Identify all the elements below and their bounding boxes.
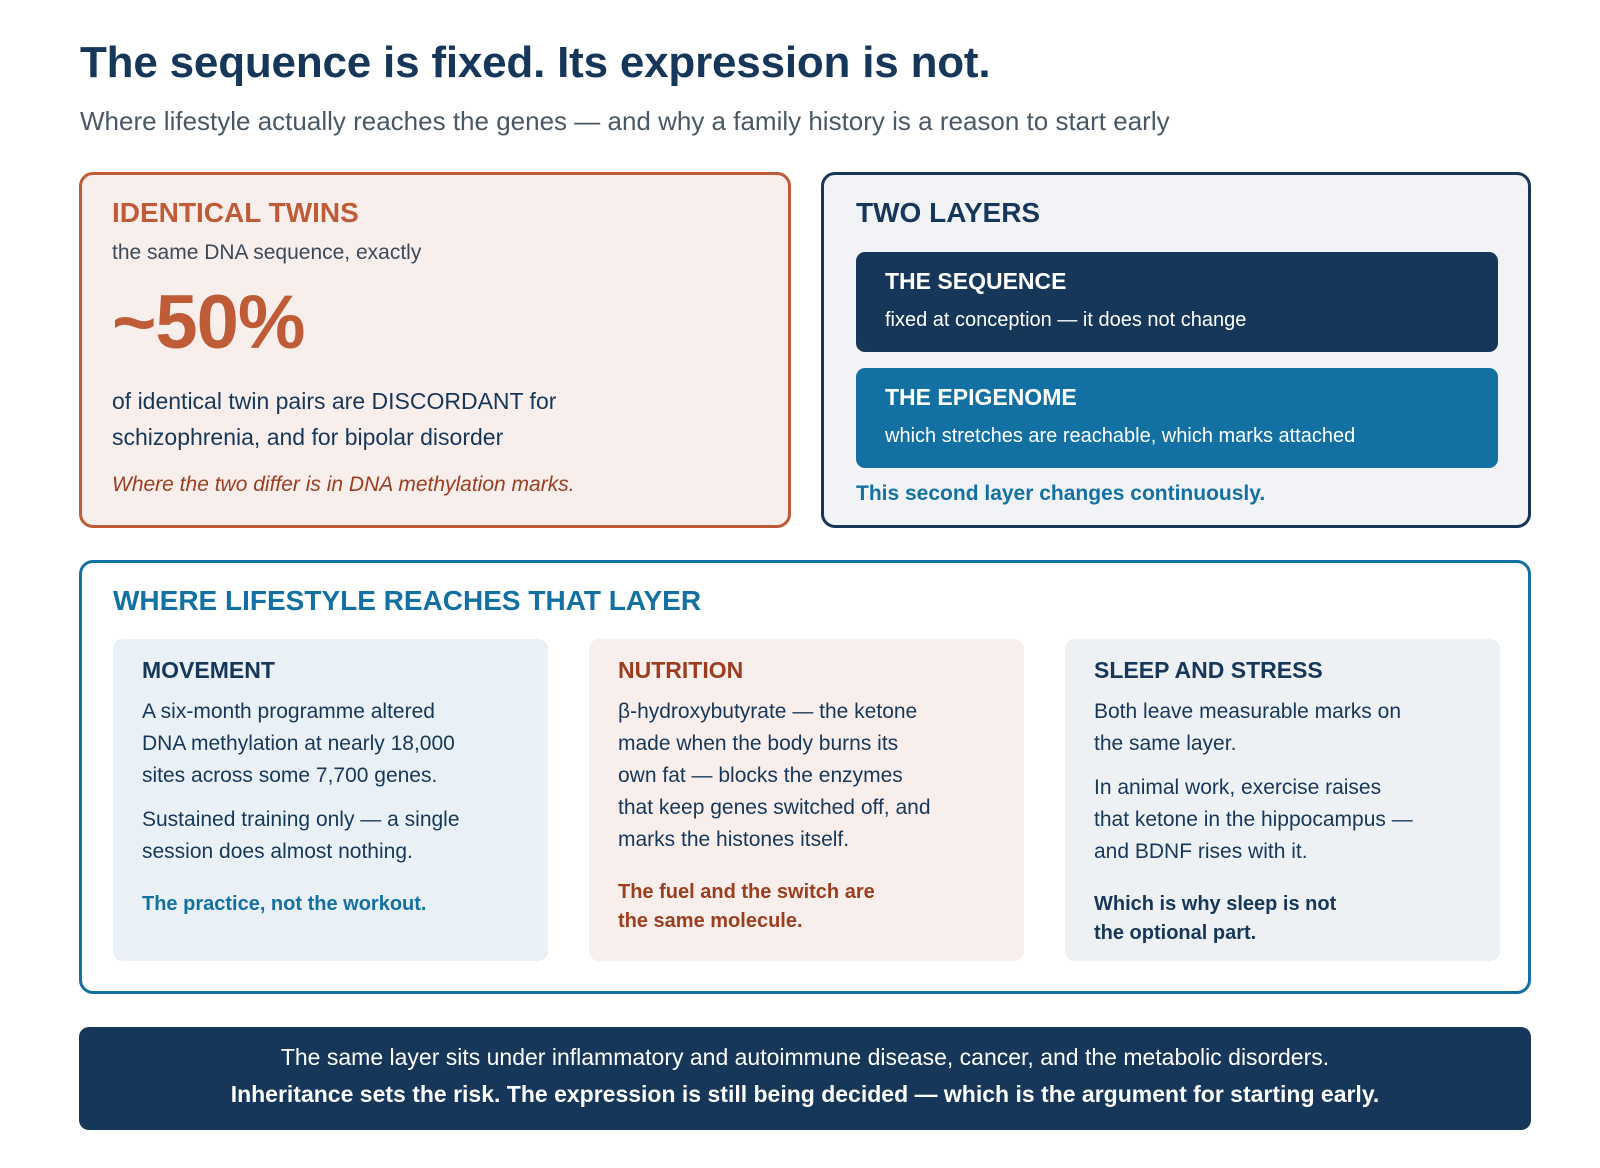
text-line: The fuel and the switch are xyxy=(618,881,875,903)
discordance-stat: ~50% xyxy=(112,280,306,365)
lifestyle-panel-title: WHERE LIFESTYLE REACHES THAT LAYER xyxy=(113,585,702,616)
sleep-stress-paragraph: In animal work, exercise raises that ket… xyxy=(1094,772,1471,868)
movement-title: MOVEMENT xyxy=(142,657,275,683)
sleep-stress-title: SLEEP AND STRESS xyxy=(1094,657,1323,683)
text-line: the optional part. xyxy=(1094,922,1257,944)
movement-paragraph: Sustained training only — a single sessi… xyxy=(142,804,519,868)
twins-card-title: IDENTICAL TWINS xyxy=(112,197,359,228)
two-layers-card: TWO LAYERS THE SEQUENCE fixed at concept… xyxy=(821,172,1531,528)
epigenome-layer-box: THE EPIGENOME which stretches are reacha… xyxy=(856,368,1498,468)
text-line: and BDNF rises with it. xyxy=(1094,840,1308,863)
text-line: A six-month programme altered xyxy=(142,700,435,723)
twins-description-line: schizophrenia, and for bipolar disorder xyxy=(112,424,504,450)
text-line: β-hydroxybutyrate — the ketone xyxy=(618,700,918,723)
movement-column: MOVEMENT A six-month programme altered D… xyxy=(113,639,548,961)
page-subtitle: Where lifestyle actually reaches the gen… xyxy=(80,106,1170,136)
text-line: session does almost nothing. xyxy=(142,840,413,863)
twins-card-subtitle: the same DNA sequence, exactly xyxy=(112,241,422,264)
nutrition-title: NUTRITION xyxy=(618,657,744,683)
text-line: In animal work, exercise raises xyxy=(1094,776,1382,799)
text-line: own fat — blocks the enzymes xyxy=(618,764,903,787)
nutrition-column: NUTRITION β-hydroxybutyrate — the ketone… xyxy=(589,639,1024,961)
movement-takeaway: The practice, not the workout. xyxy=(142,890,519,919)
twins-note: Where the two differ is in DNA methylati… xyxy=(112,473,575,496)
text-line: DNA methylation at nearly 18,000 xyxy=(142,732,455,755)
text-line: The practice, not the workout. xyxy=(142,893,427,915)
twins-description: of identical twin pairs are DISCORDANT f… xyxy=(112,383,758,455)
sequence-layer-description: fixed at conception — it does not change xyxy=(885,309,1247,331)
text-line: marks the histones itself. xyxy=(618,828,850,851)
nutrition-paragraph: β-hydroxybutyrate — the ketone made when… xyxy=(618,696,995,856)
text-line: made when the body burns its xyxy=(618,732,899,755)
text-line: the same molecule. xyxy=(618,910,803,932)
page-title: The sequence is fixed. Its expression is… xyxy=(80,38,991,87)
layers-note: This second layer changes continuously. xyxy=(856,482,1266,505)
text-line: the same layer. xyxy=(1094,732,1237,755)
text-line: Sustained training only — a single xyxy=(142,808,460,831)
twins-description-line: of identical twin pairs are DISCORDANT f… xyxy=(112,388,557,414)
banner-emphasis-line: Inheritance sets the risk. The expressio… xyxy=(230,1081,1380,1107)
text-line: Both leave measurable marks on xyxy=(1094,700,1401,723)
epigenome-layer-description: which stretches are reachable, which mar… xyxy=(885,425,1356,447)
lifestyle-panel: WHERE LIFESTYLE REACHES THAT LAYER MOVEM… xyxy=(79,560,1531,994)
sleep-stress-takeaway: Which is why sleep is not the optional p… xyxy=(1094,890,1471,948)
text-line: that keep genes switched off, and xyxy=(618,796,931,819)
banner-line: The same layer sits under inflammatory a… xyxy=(280,1044,1330,1070)
epigenome-layer-name: THE EPIGENOME xyxy=(885,384,1077,410)
sleep-stress-column: SLEEP AND STRESS Both leave measurable m… xyxy=(1065,639,1500,961)
conclusion-banner: The same layer sits under inflammatory a… xyxy=(79,1027,1531,1130)
nutrition-takeaway: The fuel and the switch are the same mol… xyxy=(618,878,995,936)
text-line: Which is why sleep is not xyxy=(1094,893,1337,915)
identical-twins-card: IDENTICAL TWINS the same DNA sequence, e… xyxy=(79,172,791,528)
movement-paragraph: A six-month programme altered DNA methyl… xyxy=(142,696,519,792)
sleep-stress-paragraph: Both leave measurable marks on the same … xyxy=(1094,696,1471,760)
text-line: sites across some 7,700 genes. xyxy=(142,764,438,787)
layers-card-title: TWO LAYERS xyxy=(856,197,1041,228)
sequence-layer-name: THE SEQUENCE xyxy=(885,268,1067,294)
text-line: that ketone in the hippocampus — xyxy=(1094,808,1413,831)
sequence-layer-box: THE SEQUENCE fixed at conception — it do… xyxy=(856,252,1498,352)
